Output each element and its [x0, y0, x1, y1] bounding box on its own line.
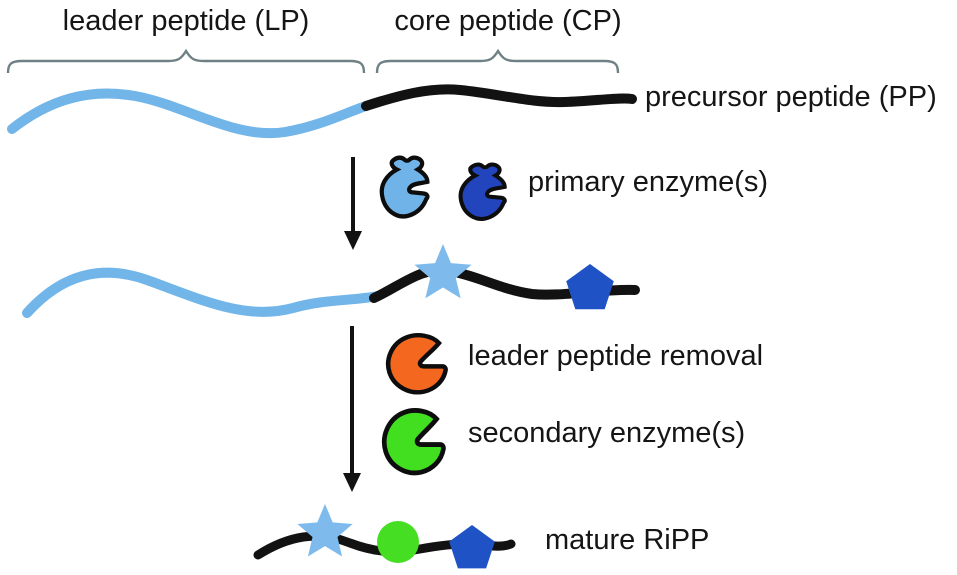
leader-peptide-removal-label: leader peptide removal [468, 340, 764, 372]
precursor-peptide-label: precursor peptide (PP) [645, 81, 937, 113]
ptm-circle-icon [377, 521, 419, 563]
ptm-star-icon [297, 503, 353, 557]
secondary-enzyme-icon [384, 410, 443, 472]
precursor-core-segment [361, 84, 637, 111]
leader-peptide-label: leader peptide (LP) [62, 5, 310, 37]
primary-enzymes-label: primary enzyme(s) [528, 166, 769, 198]
modified-leader-segment [22, 267, 383, 318]
core-brace-icon [375, 48, 620, 74]
mature-ripp-label: mature RiPP [545, 524, 710, 556]
primary-enzyme-dark-icon [461, 164, 505, 218]
precursor-leader-segment [7, 88, 371, 139]
secondary-enzymes-label: secondary enzyme(s) [468, 417, 746, 449]
leader-removal-enzyme-icon [388, 335, 445, 392]
down-arrow-head-icon [343, 473, 361, 492]
ptm-pentagon-icon [449, 525, 495, 569]
core-peptide-label: core peptide (CP) [394, 5, 622, 37]
leader-brace-icon [6, 48, 366, 74]
ptm-star-icon [414, 244, 472, 299]
ptm-pentagon-icon [566, 264, 614, 310]
down-arrow-head-icon [344, 231, 362, 250]
primary-enzyme-light-icon [382, 158, 428, 217]
